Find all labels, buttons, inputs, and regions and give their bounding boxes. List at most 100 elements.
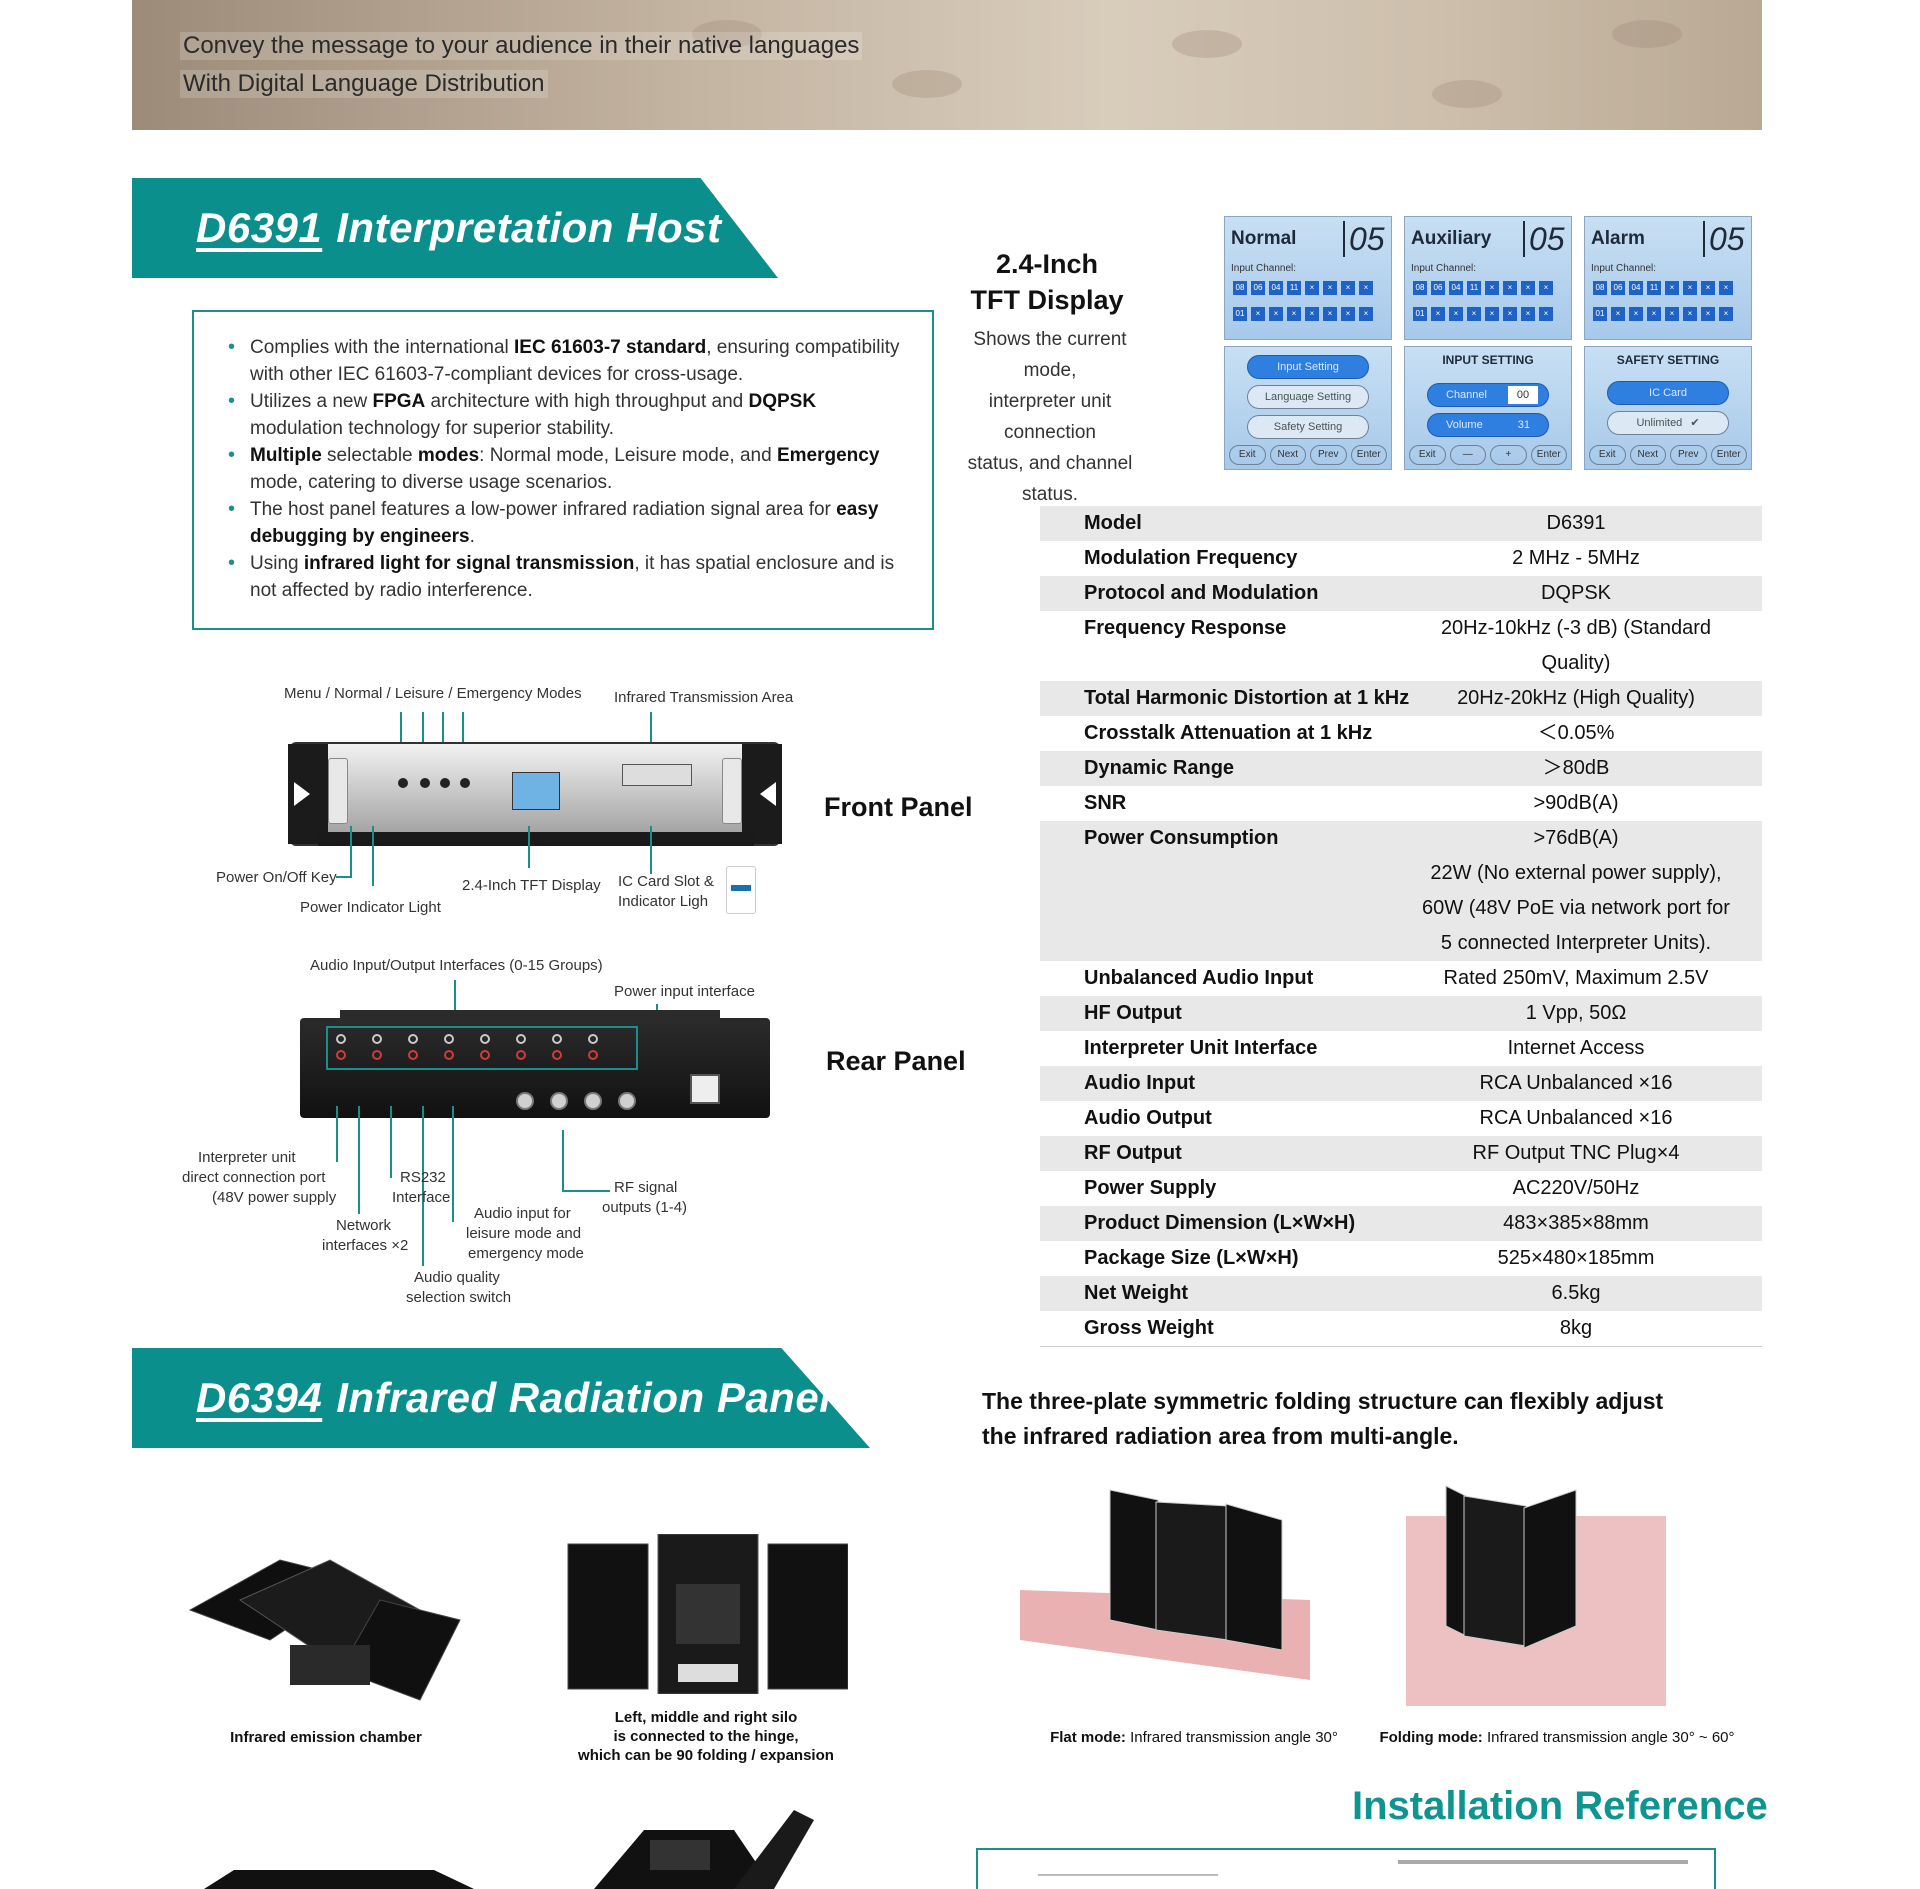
- handle-right: [722, 758, 742, 824]
- spec-row: Power Consumption>76dB(A)22W (No externa…: [1040, 821, 1762, 961]
- caption-folding-mode: Folding mode: Infrared transmission angl…: [1379, 1729, 1735, 1746]
- section-header-panel: D6394 Infrared Radiation Panel: [132, 1348, 870, 1448]
- mode-button-leisure: [440, 778, 450, 788]
- mode-button-normal: [420, 778, 430, 788]
- callout-line: [650, 826, 652, 874]
- label-ic-card-2: Indicator Ligh: [618, 893, 709, 910]
- spec-row: SNR>90dB(A): [1084, 792, 1619, 814]
- floral-pattern: [1612, 20, 1682, 48]
- audio-io-highlight: [326, 1026, 638, 1070]
- label-interp-2: direct connection port: [182, 1169, 326, 1186]
- rca-jack: [588, 1050, 598, 1060]
- floral-pattern: [892, 70, 962, 98]
- callout-line: [454, 980, 456, 1028]
- front-lcd-screen: [512, 772, 560, 810]
- rca-jack: [480, 1034, 490, 1044]
- mode-button-menu: [398, 778, 408, 788]
- mode-button-emergency: [460, 778, 470, 788]
- spec-row: Product Dimension (L×W×H)483×385×88mm: [1040, 1206, 1762, 1241]
- label-network-1: Network: [336, 1217, 392, 1234]
- callout-line: [422, 1106, 424, 1266]
- rca-jack: [516, 1034, 526, 1044]
- rca-jack: [480, 1050, 490, 1060]
- rca-jack: [408, 1034, 418, 1044]
- callout-line: [562, 1130, 564, 1192]
- rack-ear-right: [742, 744, 782, 844]
- check-icon: ✔: [1690, 417, 1700, 429]
- ir-panel-open-image: [188, 1559, 461, 1701]
- rca-jack: [588, 1034, 598, 1044]
- label-tft: 2.4-Inch TFT Display: [462, 877, 601, 894]
- rear-top-cover: [340, 1010, 720, 1024]
- screen-menu: Input Setting Language Setting Safety Se…: [1224, 346, 1392, 470]
- rack-ear-left: [288, 744, 328, 844]
- floral-pattern: [1432, 80, 1502, 108]
- ic-card-icon: [726, 866, 756, 914]
- hero-banner: Convey the message to your audience in t…: [132, 0, 1762, 130]
- label-leisure-3: emergency mode: [468, 1245, 584, 1262]
- panel-title: Infrared Radiation Panel: [336, 1374, 832, 1421]
- flat-mode-image: [1020, 1489, 1310, 1680]
- rca-jack: [372, 1034, 382, 1044]
- floral-pattern: [692, 20, 762, 48]
- caption-chamber: Infrared emission chamber: [230, 1729, 422, 1746]
- feature-item: Multiple selectable modes: Normal mode, …: [228, 442, 902, 496]
- tnc-connector: [516, 1092, 534, 1110]
- feature-list-box: Complies with the international IEC 6160…: [192, 310, 934, 630]
- feature-item: The host panel features a low-power infr…: [228, 496, 902, 550]
- label-audio-io: Audio Input/Output Interfaces (0-15 Grou…: [310, 957, 603, 974]
- tnc-connector: [584, 1092, 602, 1110]
- feature-item: Complies with the international IEC 6160…: [228, 334, 902, 388]
- caption-hinge: Left, middle and right silo is connected…: [578, 1709, 834, 1764]
- label-ic-card-1: IC Card Slot &: [618, 873, 714, 890]
- spec-row: Dynamic Range＞80dB: [1040, 751, 1762, 786]
- label-rf-2: outputs (1-4): [602, 1199, 688, 1216]
- front-panel-base: [318, 832, 754, 846]
- rca-jack: [444, 1034, 454, 1044]
- installation-box: [976, 1848, 1716, 1889]
- rear-panel-title: Rear Panel: [826, 1046, 966, 1076]
- label-modes: Menu / Normal / Leisure / Emergency Mode…: [284, 685, 582, 702]
- tft-title: 2.4-Inch TFT Display: [970, 249, 1124, 315]
- rca-jack: [336, 1034, 346, 1044]
- callout-line: [390, 1106, 392, 1178]
- label-leisure-2: leisure mode and: [466, 1225, 582, 1242]
- page-sheet: Convey the message to your audience in t…: [132, 0, 1768, 1889]
- host-title: Interpretation Host: [336, 204, 722, 251]
- label-interp-3: (48V power supply: [212, 1189, 337, 1206]
- handle-left: [328, 758, 348, 824]
- rear-panel-device: [300, 1010, 770, 1118]
- label-network-2: interfaces ×2: [322, 1237, 409, 1254]
- callout-line: [372, 826, 374, 886]
- spec-row: Package Size (L×W×H)525×480×185mm: [1084, 1247, 1655, 1269]
- feature-item: Using infrared light for signal transmis…: [228, 550, 902, 604]
- label-power-input: Power input interface: [614, 983, 755, 1000]
- panel-model: D6394: [196, 1374, 323, 1421]
- panel-description: The three-plate symmetric folding struct…: [982, 1388, 1664, 1449]
- label-rs232-2: Interface: [392, 1189, 451, 1206]
- ir-panel-back-image: [567, 1534, 848, 1694]
- rca-jack: [552, 1050, 562, 1060]
- label-rs232-1: RS232: [400, 1169, 446, 1186]
- label-power-light: Power Indicator Light: [300, 899, 441, 916]
- rca-jack: [552, 1034, 562, 1044]
